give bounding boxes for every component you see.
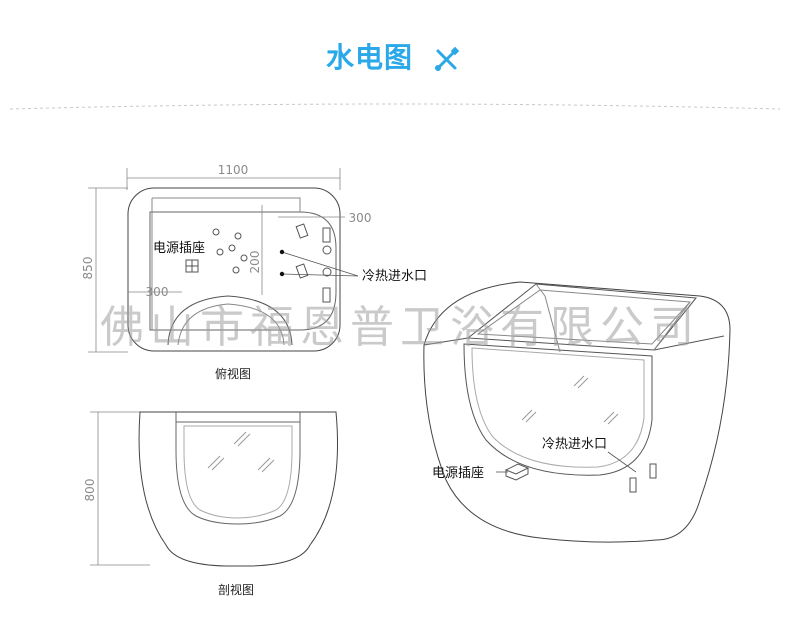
top-view-water-label: 冷热进水口 bbox=[362, 269, 427, 284]
dim-depth-label: 850 bbox=[81, 257, 95, 280]
dim-200-label: 200 bbox=[248, 251, 262, 274]
header-divider bbox=[10, 103, 780, 110]
header-title: 水电图 bbox=[326, 41, 414, 74]
dim-height-label: 800 bbox=[83, 479, 97, 502]
dim-width-label: 1100 bbox=[218, 163, 249, 177]
iso-view-power-label: 电源插座 bbox=[432, 466, 484, 481]
top-view bbox=[88, 168, 359, 353]
tools-icon bbox=[435, 46, 460, 71]
section-view-caption: 剖视图 bbox=[218, 582, 254, 597]
company-watermark: 佛山市福恩普卫浴有限公司 bbox=[100, 302, 700, 353]
section-view bbox=[90, 411, 338, 567]
top-view-power-label: 电源插座 bbox=[153, 241, 205, 256]
dim-300-left-label: 300 bbox=[146, 285, 169, 299]
iso-view bbox=[423, 281, 731, 543]
top-view-caption: 俯视图 bbox=[215, 366, 251, 381]
iso-view-water-label: 冷热进水口 bbox=[542, 437, 607, 452]
dim-300-right-label: 300 bbox=[349, 211, 372, 225]
